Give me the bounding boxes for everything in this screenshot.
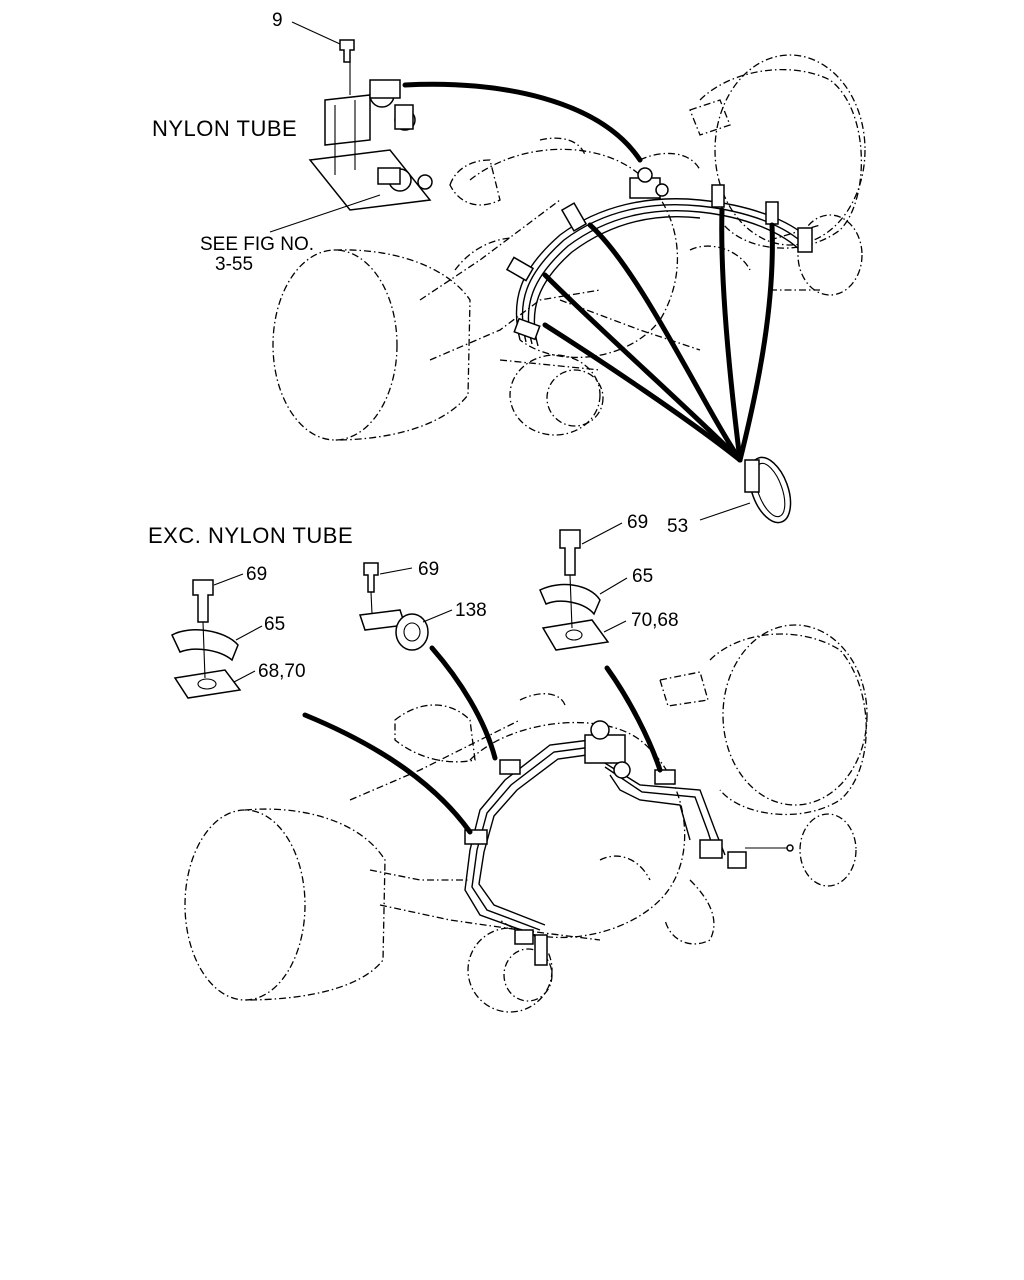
- callout-65-left: 65: [264, 614, 285, 635]
- upper-left-drum: [272, 249, 398, 441]
- see-fig-ref-line2: 3-55: [215, 254, 253, 275]
- callout-138: 138: [455, 600, 487, 621]
- callout-70-68: 70,68: [631, 610, 679, 631]
- callout-68-70: 68,70: [258, 661, 306, 682]
- nylon-tube-title: NYLON TUBE: [152, 116, 297, 141]
- clip-set-right: [539, 522, 628, 651]
- see-fig-ref-line1: SEE FIG NO.: [200, 234, 314, 255]
- upper-heavy-leaders: [402, 81, 775, 463]
- lower-left-drum: [184, 809, 306, 1001]
- callout-65-right: 65: [632, 566, 653, 587]
- steel-brake-pipes: [464, 720, 794, 966]
- lower-heavy-leaders: [302, 645, 663, 835]
- callout-53: 53: [667, 516, 688, 537]
- upper-right-drum: [714, 54, 866, 246]
- tie-strap-53: [699, 456, 792, 524]
- exc-nylon-tube-title: EXC. NYLON TUBE: [148, 523, 353, 548]
- callout-69-left: 69: [246, 564, 267, 585]
- callout-9: 9: [272, 10, 283, 31]
- clip-set-middle: [358, 562, 453, 651]
- clip-set-left: [171, 573, 263, 699]
- callout-69-middle: 69: [418, 559, 439, 580]
- nylon-tube-bundle: [505, 167, 813, 347]
- lower-axle-assembly: [184, 624, 868, 1013]
- lower-right-drum: [722, 624, 868, 806]
- callout-69-right: 69: [627, 512, 648, 533]
- valve-bracket-assembly: [269, 21, 433, 233]
